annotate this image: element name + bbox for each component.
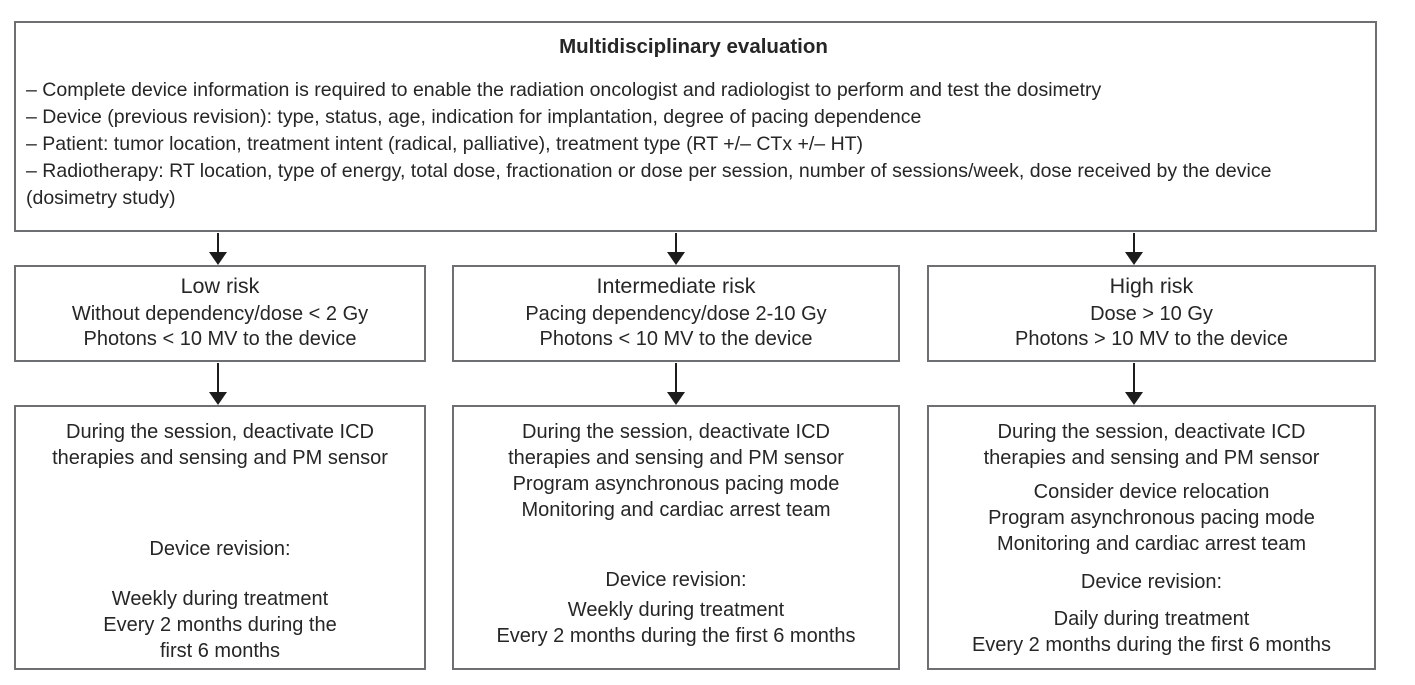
- evaluation-item-radiotherapy: – Radiotherapy: RT location, type of ene…: [26, 160, 1272, 209]
- multidisciplinary-evaluation-title: Multidisciplinary evaluation: [559, 35, 828, 58]
- intermediate-risk-action-box: During the session, deactivate ICD thera…: [452, 405, 900, 670]
- low-risk-revision-schedule: Weekly during treatment Every 2 months d…: [103, 588, 337, 662]
- intermediate-risk-criteria: Pacing dependency/dose 2-10 Gy Photons <…: [525, 303, 827, 350]
- evaluation-item-device-revision: – Device (previous revision): type, stat…: [26, 106, 922, 128]
- high-risk-action-box: During the session, deactivate ICD thera…: [927, 405, 1376, 670]
- high-risk-box: High risk Dose > 10 Gy Photons > 10 MV t…: [927, 265, 1376, 362]
- arrow-stem: [216, 233, 220, 252]
- intermediate-risk-device-revision-heading: Device revision:: [605, 569, 747, 591]
- low-risk-title: Low risk: [180, 274, 260, 298]
- down-arrow-icon-to-intermediate-risk: [667, 233, 685, 265]
- arrow-stem: [1132, 363, 1136, 392]
- arrow-head: [1125, 392, 1143, 405]
- arrow-head: [667, 392, 685, 405]
- arrow-stem: [1132, 233, 1136, 252]
- evaluation-item-patient: – Patient: tumor location, treatment int…: [26, 133, 864, 155]
- arrow-head: [209, 252, 227, 265]
- high-risk-session-instructions: During the session, deactivate ICD thera…: [983, 421, 1320, 469]
- evaluation-item-list: – Complete device information is require…: [26, 77, 1361, 212]
- intermediate-risk-box: Intermediate risk Pacing dependency/dose…: [452, 265, 900, 362]
- intermediate-risk-revision-schedule: Weekly during treatment Every 2 months d…: [496, 599, 856, 647]
- low-risk-session-instructions: During the session, deactivate ICD thera…: [52, 421, 388, 469]
- intermediate-risk-session-instructions: During the session, deactivate ICD thera…: [508, 421, 844, 521]
- high-risk-revision-schedule: Daily during treatment Every 2 months du…: [971, 608, 1332, 656]
- low-risk-criteria: Without dependency/dose < 2 Gy Photons <…: [71, 303, 369, 350]
- high-risk-device-revision-heading: Device revision:: [1080, 571, 1223, 593]
- down-arrow-icon-to-low-risk: [209, 233, 227, 265]
- high-risk-criteria: Dose > 10 Gy Photons > 10 MV to the devi…: [1015, 303, 1288, 350]
- low-risk-device-revision-heading: Device revision:: [149, 538, 291, 560]
- low-risk-action-box: During the session, deactivate ICD thera…: [14, 405, 426, 670]
- arrow-head: [1125, 252, 1143, 265]
- low-risk-box: Low risk Without dependency/dose < 2 Gy …: [14, 265, 426, 362]
- high-risk-additional-measures: Consider device relocation Program async…: [988, 481, 1315, 555]
- arrow-stem: [216, 363, 220, 392]
- arrow-stem: [674, 233, 678, 252]
- down-arrow-icon-to-high-risk: [1125, 233, 1143, 265]
- down-arrow-icon-to-low-risk-actions: [209, 363, 227, 405]
- arrow-head: [667, 252, 685, 265]
- down-arrow-icon-to-intermediate-risk-actions: [667, 363, 685, 405]
- intermediate-risk-title: Intermediate risk: [596, 274, 756, 298]
- high-risk-title: High risk: [1109, 274, 1194, 298]
- down-arrow-icon-to-high-risk-actions: [1125, 363, 1143, 405]
- evaluation-item-device-information: – Complete device information is require…: [26, 79, 1102, 101]
- multidisciplinary-evaluation-box: Multidisciplinary evaluation – Complete …: [14, 21, 1377, 232]
- arrow-stem: [674, 363, 678, 392]
- arrow-head: [209, 392, 227, 405]
